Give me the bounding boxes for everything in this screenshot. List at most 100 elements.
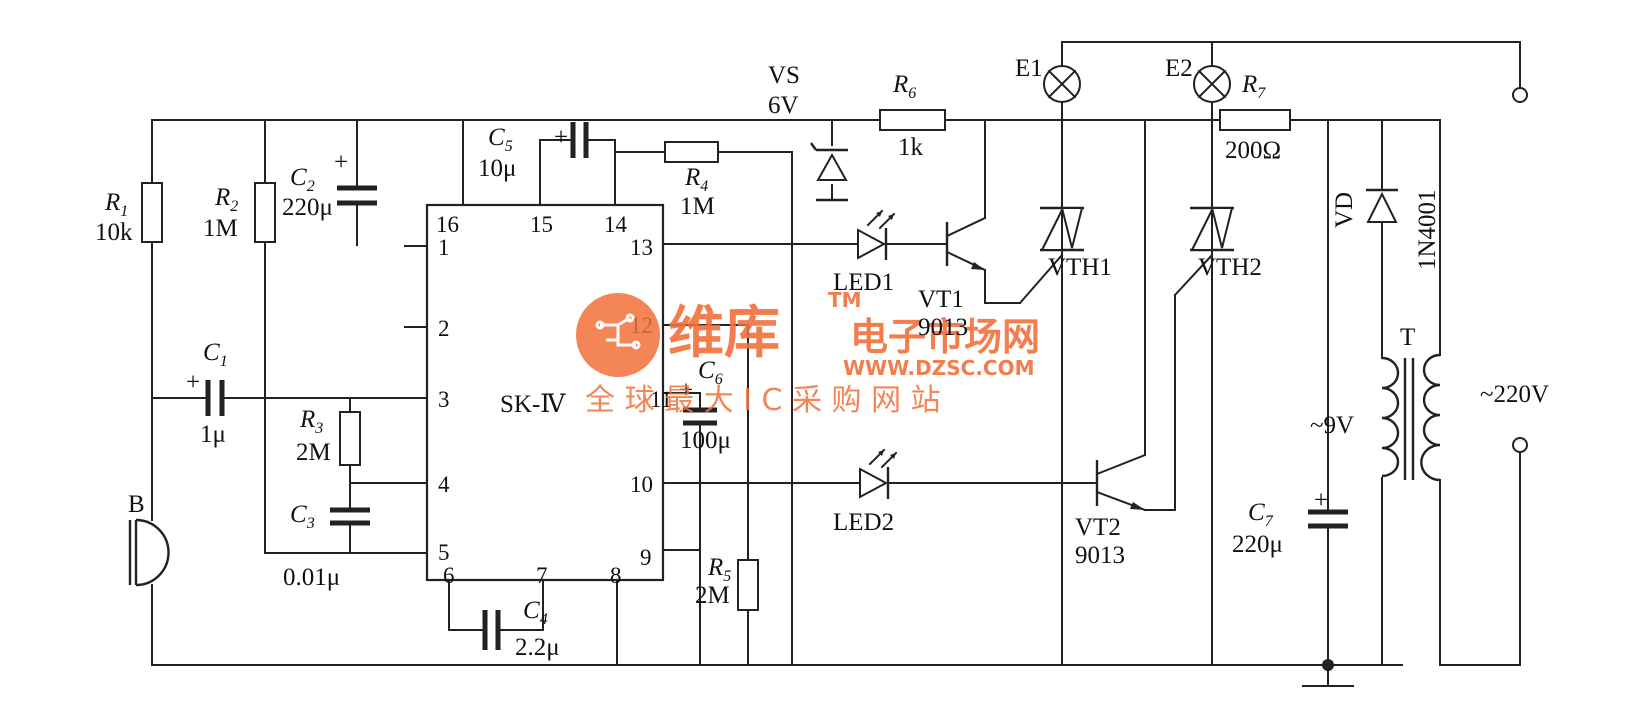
label-r5: R5 [707,554,731,585]
led-1 [857,209,896,260]
label-c4: C4 [523,597,548,628]
resistor-r5 [737,559,759,611]
capacitor-c1 [205,380,225,416]
value-r4: 1M [680,193,715,220]
pin-15: 15 [530,212,553,237]
label-t: T [1400,324,1415,351]
label-vth2: VTH2 [1198,254,1262,281]
label-r2: R2 [214,184,238,215]
label-r6: R6 [892,71,916,102]
value-vt2: 9013 [1075,542,1125,569]
wires [151,41,1521,687]
label-c5: C5 [488,124,513,155]
value-r3: 2M [296,439,331,466]
resistor-r6 [879,109,946,131]
triac-vth2 [1190,206,1234,252]
value-c5: 10μ [478,155,516,182]
watermark-url: WWW.DZSC.COM [843,356,1035,380]
watermark-slogan: 全 球 最 大 I C 采 购 网 站 [585,383,941,418]
value-c2: 220μ [282,194,333,221]
value-vt1: 9013 [918,314,968,341]
resistor-r1 [141,182,163,243]
resistor-r7 [1219,109,1291,131]
label-e1: E1 [1015,55,1043,82]
label-t-secondary: ~9V [1310,412,1354,439]
pin-5: 5 [438,540,450,565]
label-vd: VD [1331,192,1358,228]
label-c3: C3 [290,501,315,532]
plus-c5: + [554,124,568,151]
pin-8: 8 [610,563,622,588]
watermark-title: 电子市场网 [850,315,1040,359]
value-c1: 1μ [200,421,226,448]
value-r7: 200Ω [1225,137,1281,164]
capacitor-c2 [337,185,377,206]
pin-11: 11 [650,387,672,412]
ic-body [425,203,665,582]
lamp-e1 [1043,65,1081,103]
capacitor-c6 [683,407,717,426]
pin-9: 9 [640,545,652,570]
capacitor-c4 [482,610,501,650]
microphone-b [128,518,170,587]
pin-4: 4 [438,472,450,497]
value-r2: 1M [203,215,238,242]
pin-2: 2 [438,316,450,341]
label-r4: R4 [684,164,708,195]
capacitor-c3 [330,507,370,526]
diode-vd [1366,188,1398,223]
value-c3: 0.01μ [283,564,340,591]
value-r1: 10k [95,219,133,246]
label-b: B [128,491,145,518]
junction-ground [1322,659,1334,671]
value-r5: 2M [695,582,730,609]
mains-terminal-bottom [1512,437,1528,453]
label-r1: R1 [104,189,128,220]
label-vt2: VT2 [1075,514,1121,541]
value-r6: 1k [898,134,924,161]
pin-3: 3 [438,387,450,412]
mains-terminal-top [1512,87,1528,103]
plus-c7: + [1314,487,1328,514]
label-led2: LED2 [833,509,894,536]
led-2 [859,448,898,499]
pin-13: 13 [630,235,653,260]
pin-16: 16 [436,212,459,237]
transistor-vt2 [1095,453,1147,512]
watermark: 维库 TM 电子市场网 WWW.DZSC.COM 全 球 最 大 I C 采 购… [576,288,1040,418]
label-r3: R3 [299,406,323,437]
transistor-vt1 [945,216,987,272]
pin-1: 1 [438,235,450,260]
capacitor-c7 [1308,509,1348,529]
label-vth1: VTH1 [1048,254,1112,281]
pin-6: 6 [443,563,455,588]
value-vd: 1N4001 [1414,189,1441,270]
label-c2: C2 [290,164,315,195]
pin-7: 7 [536,563,548,588]
resistor-r3 [339,411,361,466]
resistor-r4 [664,141,719,163]
label-c6: C6 [698,357,723,388]
pin-10: 10 [630,472,653,497]
plus-c2: + [334,149,348,176]
label-vs: VS [768,62,800,89]
value-vs: 6V [768,92,799,119]
label-c1: C1 [203,339,228,370]
value-c6: 100μ [680,427,731,454]
ic-name: SK-Ⅳ [500,391,566,418]
plus-c6: + [679,377,693,404]
capacitor-c5 [570,122,589,158]
label-e2: E2 [1165,55,1193,82]
label-vt1: VT1 [918,286,964,313]
label-led1: LED1 [833,269,894,296]
lamp-e2 [1193,65,1231,103]
resistor-r2 [254,182,276,243]
value-c7: 220μ [1232,531,1283,558]
triac-vth1 [1040,206,1084,252]
label-mains: ~220V [1480,381,1549,408]
plus-c1: + [186,369,200,396]
watermark-tm: TM [828,288,862,312]
pin-14: 14 [604,212,628,237]
value-c4: 2.2μ [515,634,560,661]
